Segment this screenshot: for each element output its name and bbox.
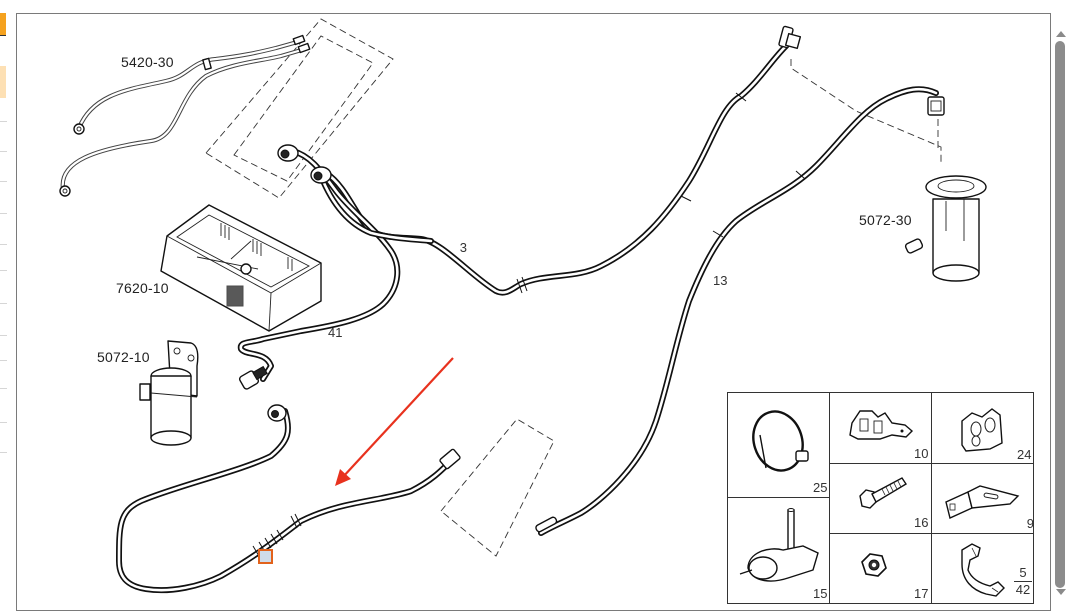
filter-5072-10 (139, 340, 199, 446)
diagram-drawing (59, 18, 987, 594)
pipe-holder-icon (961, 543, 1005, 597)
callout-3[interactable]: 3 (449, 239, 468, 255)
small-parts-inset: 25 15 10 (727, 392, 1034, 604)
valve-connector-icon (739, 508, 819, 582)
inset-cell-pipe-holder[interactable]: 5 42 (931, 533, 1034, 604)
sidebar-separator (0, 244, 7, 245)
group-label-5420-30[interactable]: 5420-30 (121, 54, 174, 70)
sidebar-separator (0, 452, 7, 453)
callout-10-text: 10 (914, 446, 929, 461)
pipe-13 (535, 86, 945, 536)
callout-42-text: 42 (1015, 582, 1031, 597)
callout-24-text: 24 (1017, 447, 1032, 462)
scroll-up-arrow-icon[interactable] (1056, 31, 1066, 37)
hose-clamp-icon (752, 410, 809, 472)
callout-9[interactable]: 9 (1016, 515, 1035, 531)
dashed-leader-pump (790, 59, 942, 163)
double-pipe-clip-icon (961, 408, 1003, 452)
callout-10[interactable]: 10 (908, 445, 929, 461)
group-label-5072-10[interactable]: 5072-10 (97, 349, 150, 365)
vertical-scrollbar[interactable] (1051, 13, 1071, 611)
sidebar-separator (0, 360, 7, 361)
pipe-clip-bracket-icon (849, 410, 914, 440)
sidebar-separator (0, 151, 7, 152)
dashed-leader-box-top-left (205, 18, 394, 199)
callout-16-text: 16 (914, 515, 929, 530)
callout-16[interactable]: 16 (908, 514, 929, 530)
hose-assembly-5420-30 (59, 34, 311, 197)
callout-17[interactable]: 17 (908, 585, 929, 601)
callout-41-text: 41 (328, 325, 343, 340)
callout-25-text: 25 (813, 480, 828, 495)
callout-41[interactable]: 41 (322, 324, 343, 340)
sidebar-separator (0, 388, 7, 389)
pump-connector (927, 96, 945, 116)
inset-cell-hex-bolt[interactable]: 16 (829, 463, 932, 534)
sidebar-separator (0, 213, 7, 214)
callout-15-text: 15 (813, 586, 828, 601)
annotation-arrow (335, 357, 454, 486)
sidebar-tab-active[interactable] (0, 13, 6, 36)
callout-13-text: 13 (713, 273, 728, 288)
callout-17-text: 17 (914, 586, 929, 601)
group-label-5072-30[interactable]: 5072-30 (859, 212, 912, 228)
scrollbar-thumb[interactable] (1055, 41, 1065, 588)
mounting-bracket-icon (945, 485, 1020, 519)
callout-15[interactable]: 15 (807, 585, 828, 601)
tray-7620-10 (160, 204, 322, 332)
callout-24[interactable]: 24 (1011, 446, 1032, 462)
callout-5-over-42[interactable]: 5 42 (1013, 566, 1032, 597)
scroll-down-arrow-icon[interactable] (1056, 589, 1066, 595)
sidebar-separator (0, 303, 7, 304)
inset-cell-pipe-clip-bracket[interactable]: 10 (829, 392, 932, 464)
inset-cell-double-pipe-clip[interactable]: 24 (931, 392, 1034, 464)
callout-25[interactable]: 25 (807, 479, 828, 495)
sidebar-separator (0, 181, 7, 182)
parts-diagram: 5420-30 7620-10 5072-10 5072-30 3 13 41 … (16, 13, 1051, 611)
pipe-3 (323, 25, 802, 296)
sidebar-tab-hover[interactable] (0, 66, 6, 98)
callout-9-text: 9 (1026, 516, 1034, 531)
pipe-41 (237, 144, 434, 390)
group-label-7620-10[interactable]: 7620-10 (116, 280, 169, 296)
inset-cell-mounting-bracket[interactable]: 9 (931, 463, 1034, 534)
sidebar-separator (0, 422, 7, 423)
dashed-leader-box-bottom (440, 418, 555, 557)
inset-cell-hose-clamp[interactable]: 25 (727, 392, 830, 498)
hex-nut-icon (861, 553, 887, 577)
callout-13[interactable]: 13 (707, 272, 728, 288)
selected-callout-hotspot[interactable] (258, 549, 273, 564)
hex-bolt-icon (859, 477, 907, 509)
inset-cell-valve-connector[interactable]: 15 (727, 497, 830, 604)
pipe-1-selected (116, 404, 461, 594)
callout-3-text: 3 (459, 240, 467, 255)
callout-5-text: 5 (1013, 566, 1032, 580)
pump-5072-30 (904, 175, 987, 282)
sidebar-strip (0, 0, 12, 614)
sidebar-separator (0, 121, 7, 122)
sidebar-separator (0, 335, 7, 336)
inset-cell-hex-nut[interactable]: 17 (829, 533, 932, 604)
sidebar-separator (0, 270, 7, 271)
fraction-bar (1014, 581, 1032, 582)
